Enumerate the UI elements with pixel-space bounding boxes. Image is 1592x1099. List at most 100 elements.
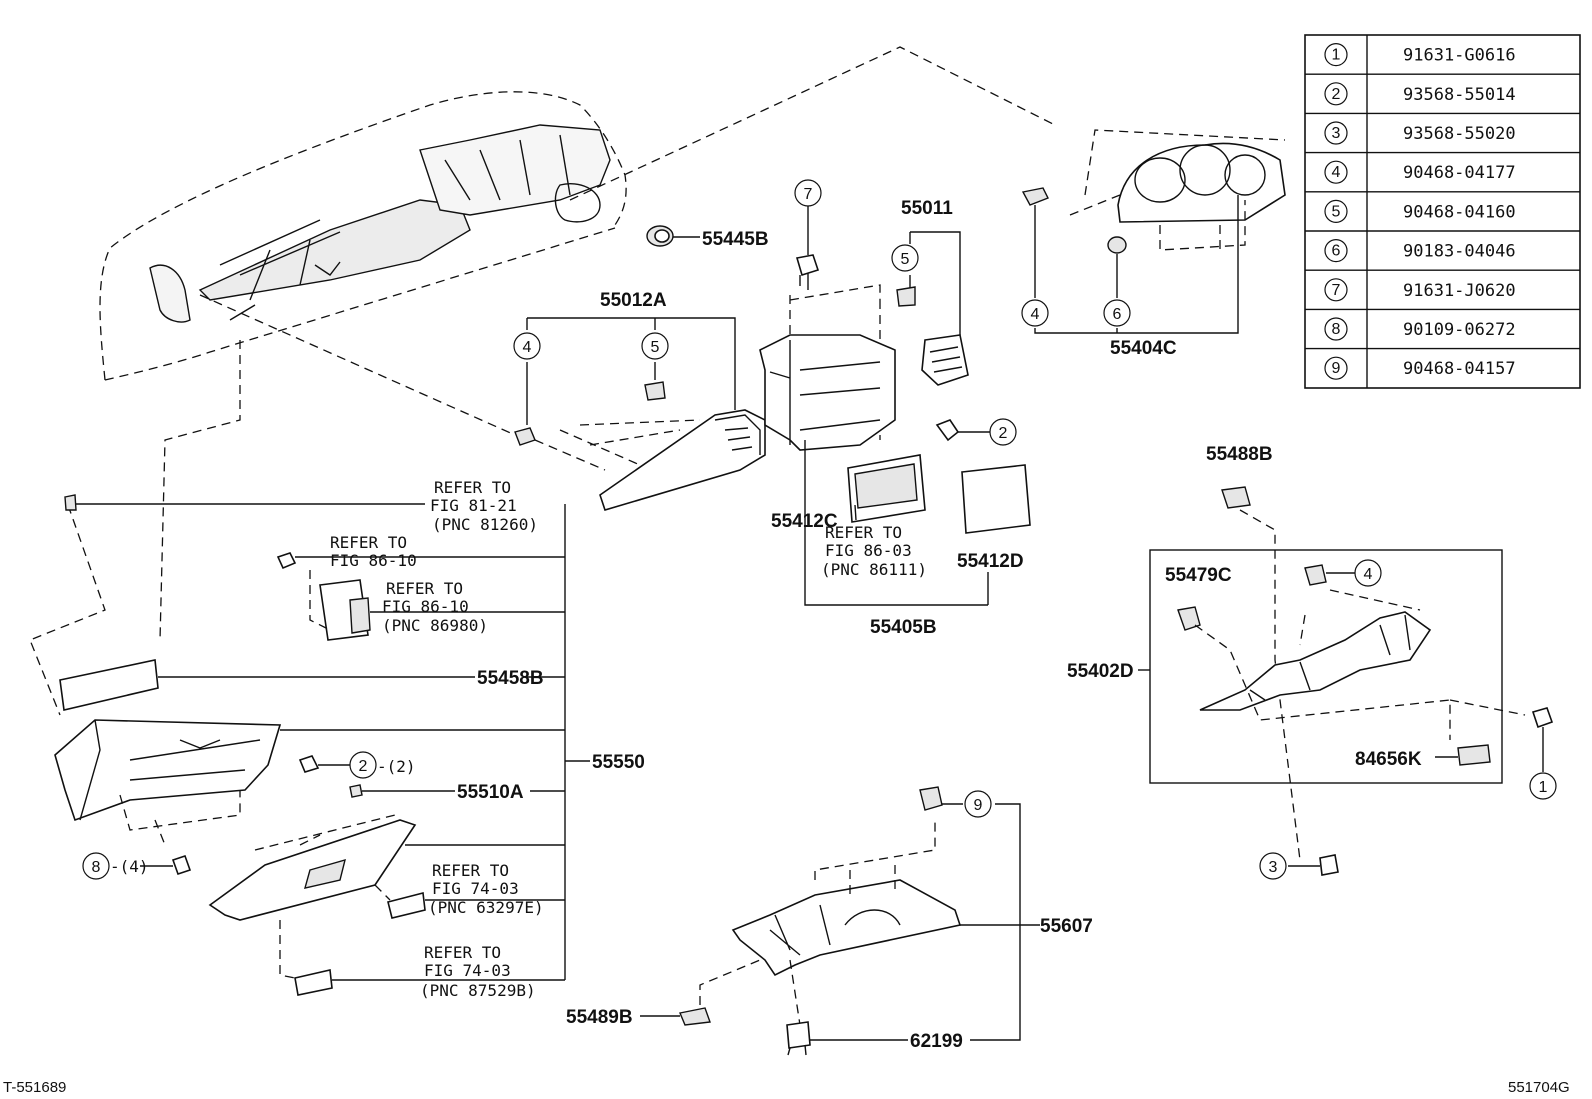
svg-text:2: 2 [999, 425, 1008, 442]
svg-text:5: 5 [651, 339, 660, 356]
tray-55607: 55607 55489B 62199 [566, 786, 1093, 1056]
callout-4: 4 [513, 332, 541, 360]
label-55402D: 55402D [1067, 661, 1134, 682]
legend-callout-circle [1324, 121, 1348, 145]
legend-part-number: 91631-J0620 [1403, 281, 1516, 301]
label-55405B: 55405B [870, 617, 937, 638]
callout-5: 5 [641, 332, 669, 360]
dash-guide-top [569, 46, 1056, 201]
legend-callout-circle [1324, 82, 1348, 106]
refer-fig-86-10-a: REFER TO FIG 86-10 [330, 533, 417, 570]
svg-text:(PNC 63297E): (PNC 63297E) [428, 898, 544, 917]
legend-part-number: 90109-06272 [1403, 320, 1516, 340]
legend-callout-number: 2 [1332, 86, 1341, 103]
dash-guide-clip [29, 504, 106, 716]
svg-text:3: 3 [1269, 859, 1278, 876]
svg-text:REFER TO: REFER TO [386, 579, 463, 598]
svg-text:REFER TO: REFER TO [330, 533, 407, 552]
svg-text:8: 8 [92, 859, 101, 876]
label-55458B: 55458B [477, 668, 544, 689]
legend-callout-number: 3 [1332, 125, 1341, 142]
legend-callout-circle [1324, 356, 1348, 380]
dash-guide-down [159, 340, 241, 641]
legend-callout-circle [1324, 317, 1348, 341]
svg-text:FIG 74-03: FIG 74-03 [432, 879, 519, 898]
svg-text:REFER TO: REFER TO [424, 943, 501, 962]
svg-text:9: 9 [974, 797, 983, 814]
label-55510A: 55510A [457, 782, 524, 803]
refer-fig-86-10-b: REFER TO FIG 86-10 (PNC 86980) [382, 579, 488, 635]
label-55404C: 55404C [1110, 338, 1177, 359]
svg-text:4: 4 [1031, 306, 1040, 323]
svg-text:(PNC 86980): (PNC 86980) [382, 616, 488, 635]
legend-callout-number: 6 [1332, 243, 1341, 260]
legend-callout-number: 4 [1332, 164, 1341, 181]
callout-4: 4 [1354, 559, 1382, 587]
legend-part-number: 91631-G0616 [1403, 46, 1516, 66]
label-55445B: 55445B [702, 229, 769, 250]
svg-text:FIG 86-10: FIG 86-10 [382, 597, 469, 616]
svg-text:FIG 86-03: FIG 86-03 [825, 541, 912, 560]
legend-callout-number: 8 [1332, 321, 1341, 338]
legend-callout-number: 5 [1332, 203, 1341, 220]
svg-text:7: 7 [804, 186, 813, 203]
legend-part-number: 90468-04177 [1403, 163, 1516, 183]
callout-3: 3 [1259, 852, 1287, 880]
meter-hood-55404C: 55404C [1021, 129, 1286, 359]
legend-table: 1 91631-G0616 2 93568-55014 3 93568-55020 4 904… [1304, 34, 1581, 389]
label-55488B: 55488B [1206, 444, 1273, 465]
refer-fig-74-03-a: REFER TO FIG 74-03 (PNC 63297E) [428, 861, 544, 917]
label-55550: 55550 [592, 752, 645, 773]
legend-callout-circle [1324, 160, 1348, 184]
legend-part-number: 90468-04157 [1403, 359, 1516, 379]
legend-part-number: 90468-04160 [1403, 202, 1516, 222]
svg-text:4: 4 [523, 339, 532, 356]
svg-text:4: 4 [1364, 566, 1373, 583]
refer-fig-74-03-b: REFER TO FIG 74-03 (PNC 87529B) [420, 943, 536, 1000]
callout-6: 6 [1103, 299, 1131, 327]
legend-callout-circle [1324, 199, 1348, 223]
register-55012A: 55012A [514, 290, 766, 511]
callout-1: 1 [1529, 772, 1557, 800]
footer-left-code: T-551689 [3, 1079, 66, 1096]
label-55012A: 55012A [600, 290, 667, 311]
svg-text:2: 2 [359, 758, 368, 775]
svg-text:FIG 81-21: FIG 81-21 [430, 496, 517, 515]
svg-text:REFER TO: REFER TO [432, 861, 509, 880]
dash-guide-left [199, 294, 516, 436]
glove-box-assembly-55550: 55458B 55510A 55550 [54, 494, 645, 996]
legend-callout-number: 7 [1332, 282, 1341, 299]
callout-7: 7 [794, 179, 822, 207]
svg-text:6: 6 [1113, 306, 1122, 323]
legend-part-number: 93568-55014 [1403, 85, 1516, 105]
legend-callout-circle [1324, 42, 1348, 67]
label-62199: 62199 [910, 1031, 963, 1052]
callout-5: 5 [891, 244, 919, 272]
svg-text:(PNC 87529B): (PNC 87529B) [420, 981, 536, 1000]
refer-fig-86-03: REFER TO FIG 86-03 (PNC 86111) [821, 523, 927, 579]
instrument-panel-outline [99, 91, 627, 381]
bracket-assembly-55402D: 55488B 55479C 55402D 84656K [1067, 444, 1554, 876]
legend-callout-number: 1 [1332, 47, 1341, 64]
legend-part-number: 90183-04046 [1403, 242, 1516, 262]
label-55011: 55011 [901, 198, 953, 219]
label-55479C: 55479C [1165, 565, 1232, 586]
svg-text:FIG 86-10: FIG 86-10 [330, 551, 417, 570]
legend-part-number: 93568-55020 [1403, 124, 1516, 144]
legend-callout-circle [1324, 278, 1348, 302]
label-84656K: 84656K [1355, 749, 1422, 770]
svg-text:(PNC 86111): (PNC 86111) [821, 560, 927, 579]
svg-text:REFER TO: REFER TO [825, 523, 902, 542]
label-55607: 55607 [1040, 916, 1093, 937]
callout-9: 9 [964, 790, 992, 818]
qty-8: -(4) [110, 857, 149, 876]
legend-callout-circle [1324, 239, 1348, 263]
label-55489B: 55489B [566, 1007, 633, 1028]
callout-2: 2 [349, 751, 377, 779]
svg-text:(PNC 81260): (PNC 81260) [432, 515, 538, 534]
label-55412D: 55412D [957, 551, 1024, 572]
callout-4: 4 [1021, 299, 1049, 327]
svg-text:5: 5 [901, 251, 910, 268]
legend-callout-number: 9 [1332, 360, 1341, 377]
